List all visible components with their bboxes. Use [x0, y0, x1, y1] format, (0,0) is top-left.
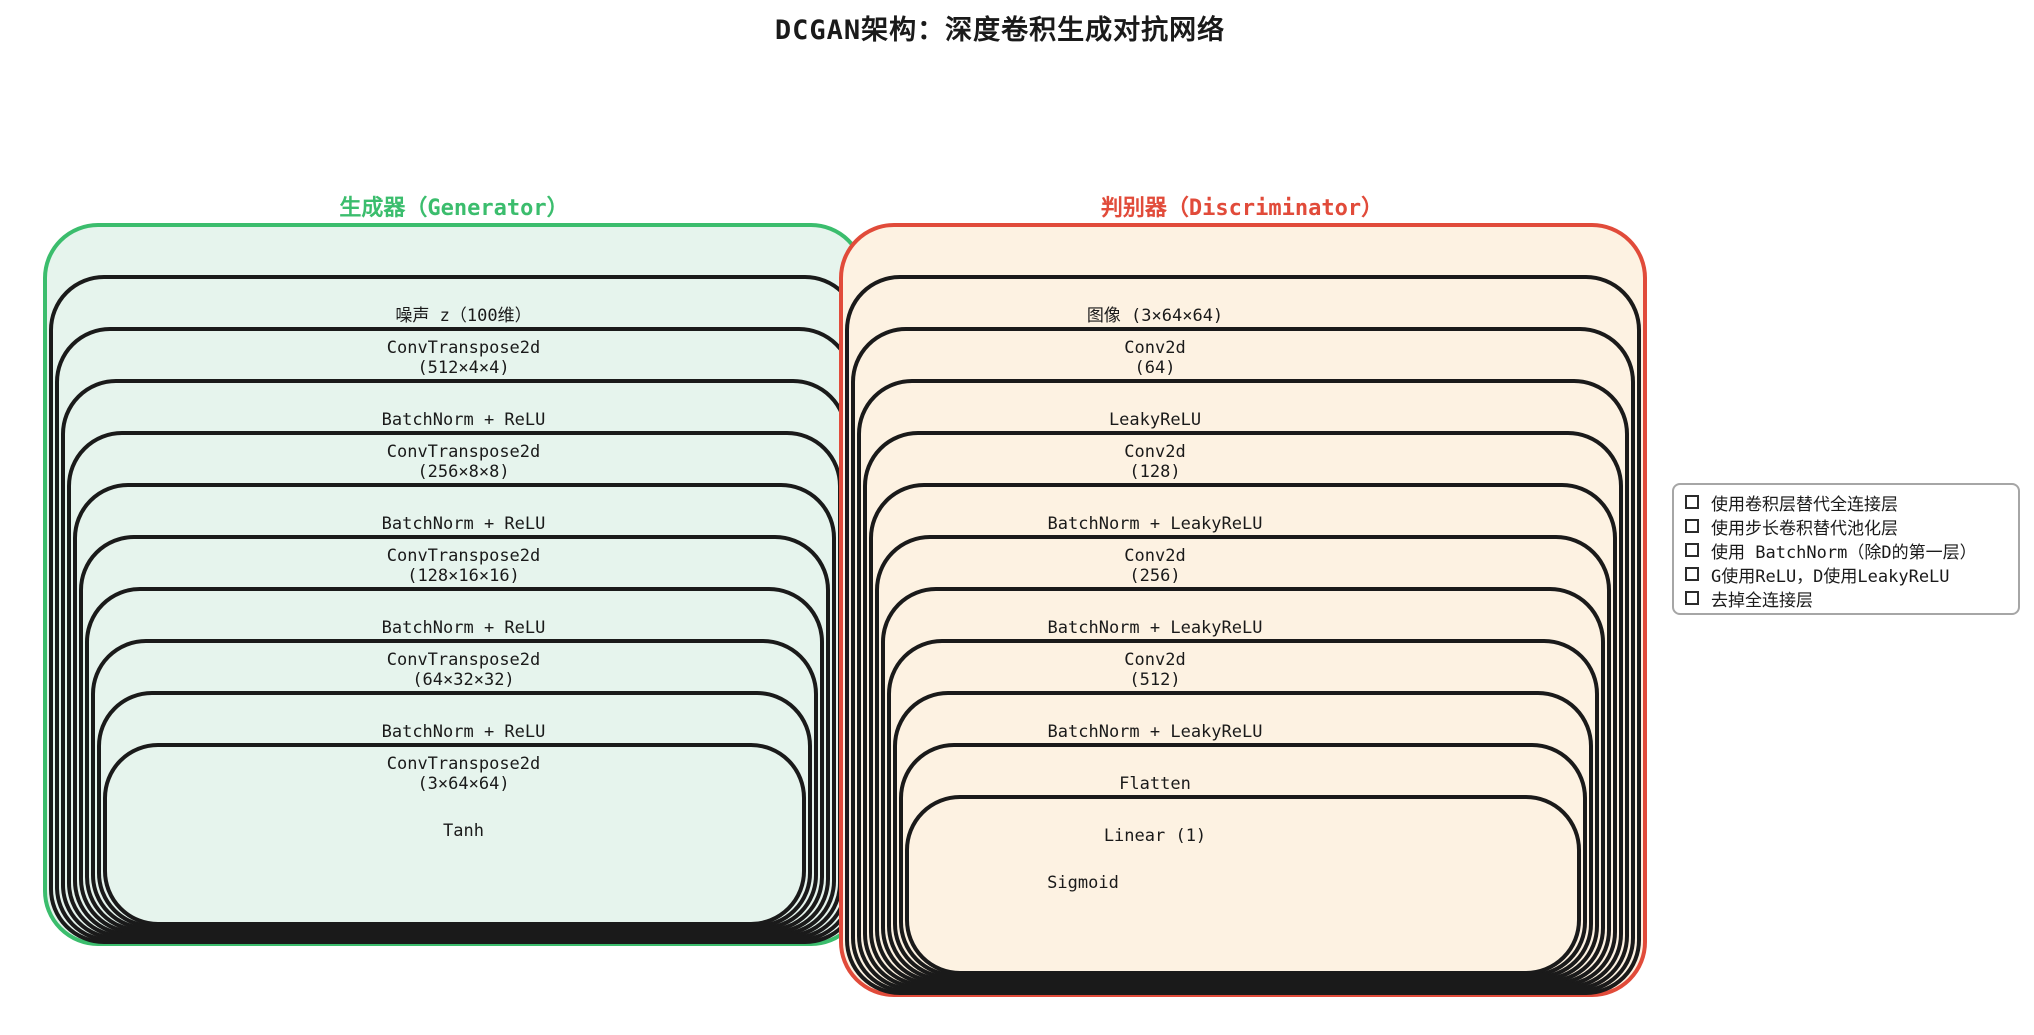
diagram-title: DCGAN架构：深度卷积生成对抗网络 [774, 15, 1226, 46]
checkbox-icon[interactable] [1685, 591, 1699, 605]
layer-label-line: Conv2d [1124, 338, 1186, 358]
generator-layer-label: ConvTranspose2d(3×64×64) [107, 747, 802, 795]
discriminator-layer-label: Conv2d(128) [867, 435, 1619, 483]
generator-layer-label: BatchNorm + ReLU [89, 591, 820, 639]
layer-label-line: Conv2d [1124, 442, 1186, 462]
checklist-item-label: 使用步长卷积替代池化层 [1711, 518, 1898, 539]
layer-label-line: 图像 (3×64×64) [1086, 306, 1224, 326]
layer-label-line: BatchNorm + ReLU [381, 722, 546, 742]
checklist-item-label: G使用ReLU，D使用LeakyReLU [1711, 566, 1950, 587]
layer-label-line: ConvTranspose2d [386, 754, 541, 774]
generator-layer-box: ConvTranspose2d(3×64×64) Tanh [103, 743, 806, 926]
layer-label-line: (256×8×8) [417, 462, 510, 482]
layer-label-line: BatchNorm + LeakyReLU [1047, 514, 1263, 534]
generator-layer-label: BatchNorm + ReLU [101, 695, 808, 743]
discriminator-layer-label: BatchNorm + LeakyReLU [897, 695, 1589, 743]
generator-layer-box: 噪声 z（100维）ConvTranspose2d(512×4×4)BatchN… [49, 275, 860, 944]
generator-layer-box: ConvTranspose2d(256×8×8)BatchNorm + ReLU… [67, 431, 842, 938]
checkbox-icon[interactable] [1685, 495, 1699, 509]
discriminator-layer-box: BatchNorm + LeakyReLU Conv2d(512) BatchNor… [881, 587, 1605, 983]
layer-label-line: BatchNorm + LeakyReLU [1047, 618, 1263, 638]
layer-label-line: (128×16×16) [407, 566, 520, 586]
generator-layer-label: BatchNorm + ReLU [77, 487, 832, 535]
layer-label-line: ConvTranspose2d [386, 650, 541, 670]
checklist-item-label: 使用卷积层替代全连接层 [1711, 494, 1898, 515]
checklist-item[interactable]: 去掉全连接层 [1685, 586, 2010, 611]
generator-layer-label: ConvTranspose2d(256×8×8) [71, 435, 838, 483]
layer-label-line: ConvTranspose2d [386, 442, 541, 462]
generator-layer-label: BatchNorm + ReLU [65, 383, 844, 431]
generator-layer-label: 噪声 z（100维） [53, 279, 856, 327]
layer-label-line: BatchNorm + ReLU [381, 618, 546, 638]
generator-layer-label: ConvTranspose2d(512×4×4) [59, 331, 850, 379]
checkbox-icon[interactable] [1685, 519, 1699, 533]
discriminator-layer-label: Conv2d(256) [879, 539, 1607, 587]
layer-label-line: (128) [1129, 462, 1181, 482]
layer-label-line: BatchNorm + LeakyReLU [1047, 722, 1263, 742]
discriminator-layer-label: BatchNorm + LeakyReLU [885, 591, 1601, 639]
discriminator-layer-label: Linear (1) [909, 799, 1577, 847]
checklist-item[interactable]: 使用步长卷积替代池化层 [1685, 514, 2010, 539]
discriminator-layer-label: LeakyReLU [861, 383, 1625, 431]
generator-layer-label: ConvTranspose2d(64×32×32) [95, 643, 814, 691]
checklist-item[interactable]: 使用 BatchNorm（除D的第一层） [1685, 538, 2010, 563]
generator-layer-box: ConvTranspose2d(512×4×4)BatchNorm + ReLU… [55, 327, 854, 942]
layer-label-line: 噪声 z（100维） [395, 306, 532, 326]
layer-label-line: Conv2d [1124, 546, 1186, 566]
checklist-item-label: 去掉全连接层 [1711, 590, 1813, 611]
discriminator-final-activation: Sigmoid [1047, 873, 1119, 893]
generator-final-activation: Tanh [443, 821, 484, 841]
discriminator-layer-box: Linear (1) Sigmoid [905, 795, 1581, 975]
dcgan-feature-checklist: 使用卷积层替代全连接层使用步长卷积替代池化层使用 BatchNorm（除D的第一… [1672, 483, 2020, 615]
checkbox-icon[interactable] [1685, 543, 1699, 557]
layer-label-line: Linear (1) [1103, 826, 1207, 846]
discriminator-layer-label: 图像 (3×64×64) [849, 279, 1637, 327]
layer-label-line: LeakyReLU [1108, 410, 1202, 430]
checkbox-icon[interactable] [1685, 567, 1699, 581]
generator-layer-label: ConvTranspose2d(128×16×16) [83, 539, 826, 587]
checklist-item[interactable]: G使用ReLU，D使用LeakyReLU [1685, 562, 2010, 587]
layer-label-line: ConvTranspose2d [386, 338, 541, 358]
layer-label-line: Flatten [1119, 774, 1191, 794]
layer-label-line: (256) [1129, 566, 1181, 586]
layer-label-line: Conv2d [1124, 650, 1186, 670]
layer-label-line: (64×32×32) [412, 670, 515, 690]
layer-label-line: BatchNorm + ReLU [381, 514, 546, 534]
generator-panel: 噪声 z（100维）ConvTranspose2d(512×4×4)BatchN… [43, 223, 866, 946]
layer-label-line: (512) [1129, 670, 1181, 690]
checklist-item-label: 使用 BatchNorm（除D的第一层） [1711, 542, 1977, 563]
discriminator-layer-label: Conv2d(512) [891, 643, 1595, 691]
generator-layer-box: ConvTranspose2d(64×32×32)BatchNorm + ReL… [91, 639, 818, 930]
layer-label-line: ConvTranspose2d [386, 546, 541, 566]
layer-label-line: (512×4×4) [417, 358, 510, 378]
discriminator-layer-label: Conv2d(64) [855, 331, 1631, 379]
generator-title: 生成器（Generator） [339, 196, 569, 221]
discriminator-layer-label: BatchNorm + LeakyReLU [873, 487, 1613, 535]
generator-layer-box: ConvTranspose2d(128×16×16)BatchNorm + Re… [79, 535, 830, 934]
layer-label-line: (3×64×64) [417, 774, 510, 794]
layer-label-line: (64) [1134, 358, 1176, 378]
checklist-item[interactable]: 使用卷积层替代全连接层 [1685, 490, 2010, 515]
discriminator-title: 判别器（Discriminator） [1100, 196, 1384, 221]
discriminator-layer-label: Flatten [903, 747, 1583, 795]
layer-label-line: BatchNorm + ReLU [381, 410, 546, 430]
